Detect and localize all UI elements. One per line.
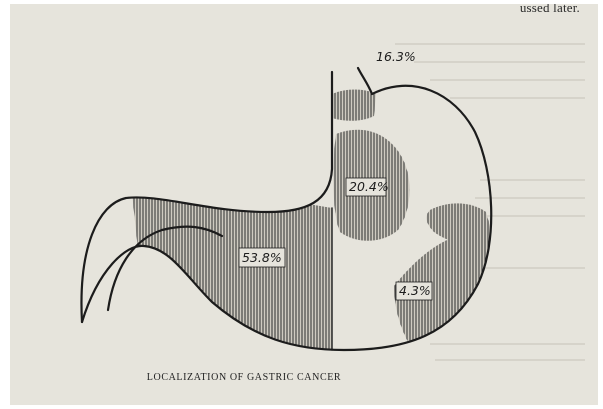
region-antrum (130, 174, 332, 364)
svg-text:20.4%: 20.4% (349, 179, 389, 194)
book-page: ussed later. (10, 4, 598, 405)
label-greater-curvature: 4.3% (396, 282, 432, 300)
figure-caption-text: LOCALIZATION OF GASTRIC CANCER (147, 372, 341, 383)
label-antrum: 53.8% (239, 248, 285, 267)
svg-text:53.8%: 53.8% (242, 250, 282, 265)
region-cardia (332, 90, 376, 121)
svg-text:4.3%: 4.3% (399, 283, 431, 298)
label-body: 20.4% (346, 178, 389, 196)
label-cardia: 16.3% (374, 48, 416, 65)
svg-text:16.3%: 16.3% (376, 49, 416, 64)
stomach-diagram: 16.3% 20.4% 53.8% 4.3% (10, 4, 598, 405)
figure-caption: LOCALIZATION OF GASTRIC CANCER (10, 372, 598, 383)
